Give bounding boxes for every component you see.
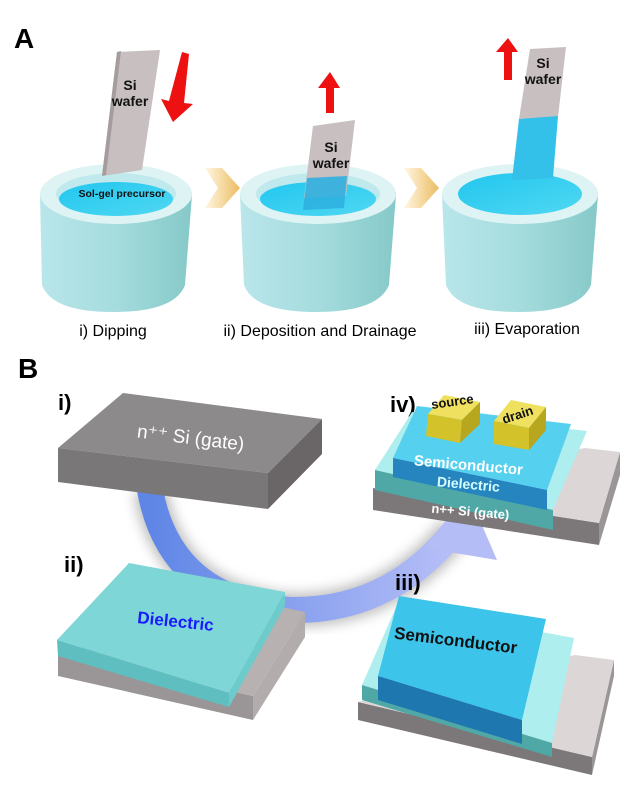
chevron-right-icon — [404, 168, 439, 208]
caption-deposition-drainage: ii) Deposition and Drainage — [224, 323, 417, 340]
si-wafer-dipping — [102, 50, 160, 176]
step-numeral-iv: iv) — [390, 392, 416, 417]
step-numeral-iii: iii) — [395, 570, 421, 595]
step-numeral-ii: ii) — [64, 552, 84, 577]
wafer-label-line1: Si — [123, 77, 136, 93]
source-label: source — [430, 391, 474, 412]
caption-dipping: i) Dipping — [79, 323, 147, 340]
sol-gel-liquid — [59, 182, 173, 216]
wafer-label-line1: Si — [324, 139, 337, 155]
sol-gel-precursor-label: Sol-gel precursor — [79, 188, 166, 200]
wafer-label-line2: wafer — [111, 93, 149, 109]
dielectric-stack — [57, 563, 305, 720]
semiconductor-stack — [358, 596, 614, 775]
beaker-evaporation — [442, 164, 598, 312]
si-wafer-deposition — [303, 120, 355, 210]
gate-block — [58, 393, 322, 509]
wafer-label-line2: wafer — [312, 155, 350, 171]
up-arrow-icon — [318, 72, 340, 113]
caption-evaporation: iii) Evaporation — [474, 321, 580, 338]
panel-label-a: A — [14, 23, 34, 54]
wafer-label-line1: Si — [536, 55, 549, 71]
up-arrow-icon — [496, 38, 518, 80]
iv-dielectric-label: Dielectric — [436, 473, 500, 494]
down-arrow-icon — [161, 52, 193, 122]
wafer-label-line2: wafer — [524, 71, 562, 87]
step-numeral-i: i) — [58, 390, 71, 415]
transistor-stack — [373, 395, 620, 545]
panel-label-b: B — [18, 353, 38, 384]
chevron-right-icon — [205, 168, 240, 208]
beaker-dipping — [40, 164, 192, 312]
si-wafer-evaporation — [512, 47, 566, 180]
iv-gate-label: n++ Si (gate) — [431, 501, 510, 523]
